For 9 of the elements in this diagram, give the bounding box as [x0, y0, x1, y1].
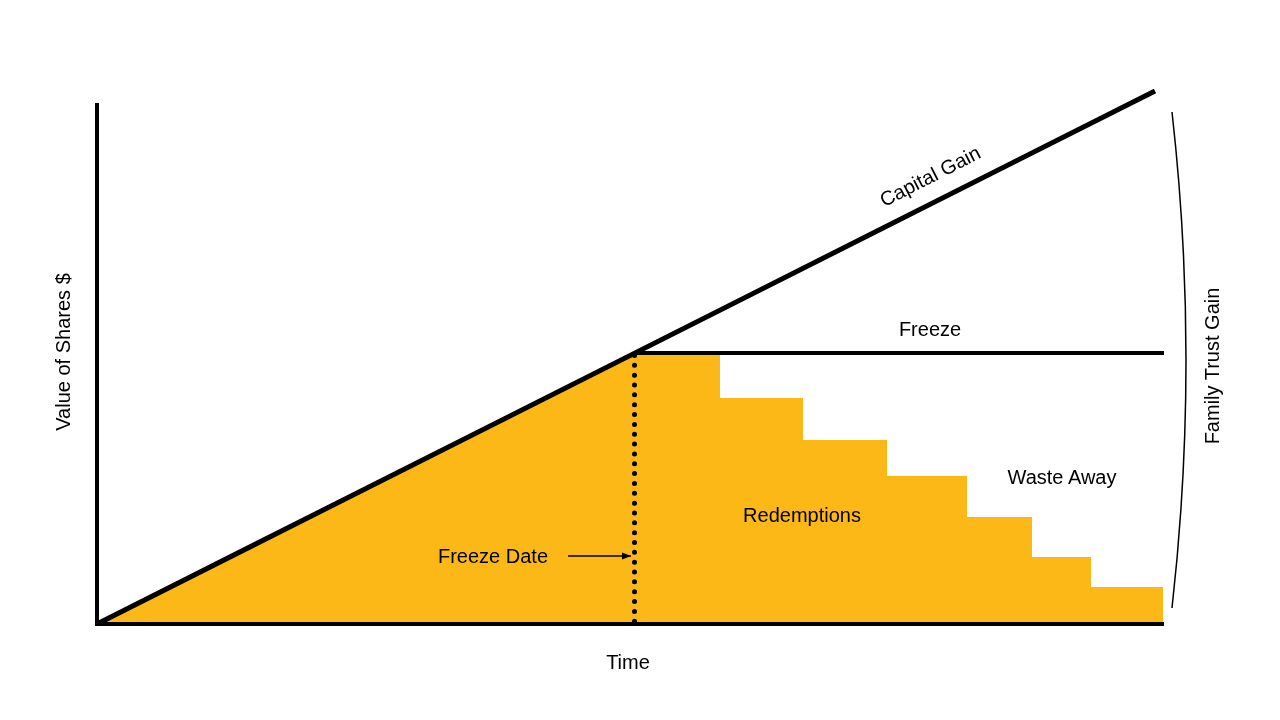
chart-label: Redemptions	[743, 503, 861, 528]
freeze-date-label: Freeze Date	[437, 544, 549, 569]
chart-label: Freeze	[898, 317, 962, 342]
arrow	[567, 552, 632, 560]
chart-label: Time	[606, 650, 650, 675]
axis-label: Value of Shares $	[51, 273, 75, 431]
chart-label: Waste Away	[1007, 465, 1117, 490]
freeze-date-line	[632, 353, 637, 624]
axis-label: Family Trust Gain	[1200, 287, 1224, 445]
